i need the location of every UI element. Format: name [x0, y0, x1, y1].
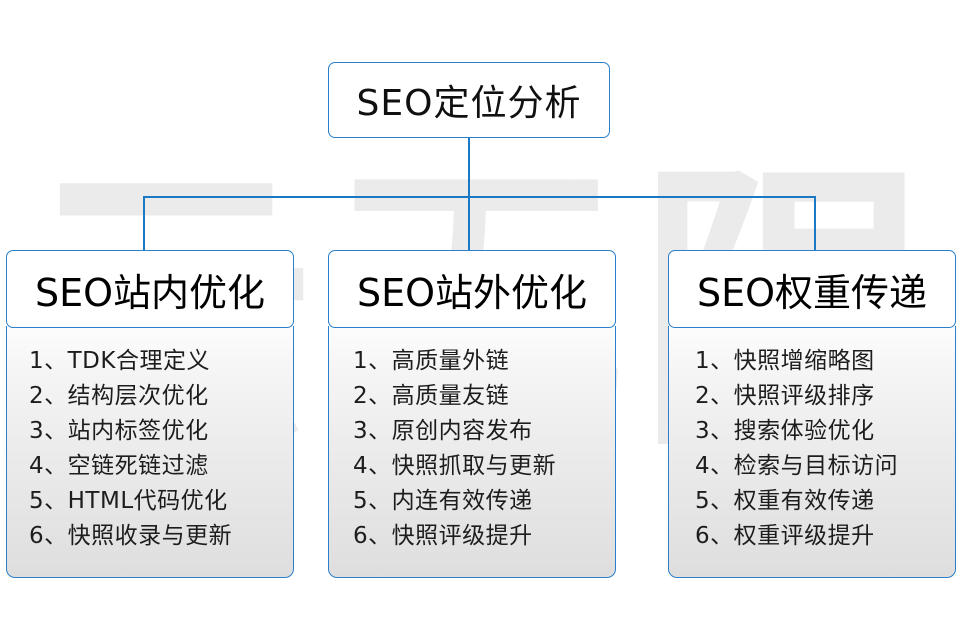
list-item: 4、快照抓取与更新: [353, 453, 557, 479]
list-item: 3、搜索体验优化: [695, 418, 875, 444]
branch-header-1[interactable]: SEO站外优化: [328, 250, 616, 328]
list-item: 2、高质量友链: [353, 383, 510, 409]
connector-root-vertical: [468, 138, 470, 198]
branch-list-1: 1、高质量外链 2、高质量友链 3、原创内容发布 4、快照抓取与更新 5、内连有…: [353, 344, 615, 554]
list-item: 1、快照增缩略图: [695, 348, 875, 374]
connector-drop-left: [143, 196, 145, 252]
list-item: 5、HTML代码优化: [29, 488, 228, 514]
list-item: 1、TDK合理定义: [29, 348, 210, 374]
branch-list-0: 1、TDK合理定义 2、结构层次优化 3、站内标签优化 4、空链死链过滤 5、H…: [29, 344, 293, 554]
list-item: 3、原创内容发布: [353, 418, 533, 444]
list-item: 3、站内标签优化: [29, 418, 209, 444]
list-item: 1、高质量外链: [353, 348, 510, 374]
branch-body-1: 1、高质量外链 2、高质量友链 3、原创内容发布 4、快照抓取与更新 5、内连有…: [328, 326, 616, 578]
list-item: 4、检索与目标访问: [695, 453, 899, 479]
list-item: 4、空链死链过滤: [29, 453, 209, 479]
branch-header-label-2: SEO权重传递: [696, 270, 928, 315]
root-node[interactable]: SEO定位分析: [328, 62, 610, 138]
list-item: 5、权重有效传递: [695, 488, 875, 514]
list-item: 2、结构层次优化: [29, 383, 209, 409]
list-item: 5、内连有效传递: [353, 488, 533, 514]
branch-column-seo-weight: SEO权重传递 1、快照增缩略图 2、快照评级排序 3、搜索体验优化 4、检索与…: [668, 250, 956, 578]
branch-body-0: 1、TDK合理定义 2、结构层次优化 3、站内标签优化 4、空链死链过滤 5、H…: [6, 326, 294, 578]
branch-header-0[interactable]: SEO站内优化: [6, 250, 294, 328]
list-item: 6、快照收录与更新: [29, 523, 233, 549]
branch-header-label-0: SEO站内优化: [34, 270, 266, 315]
branch-header-label-1: SEO站外优化: [356, 270, 588, 315]
root-node-label: SEO定位分析: [356, 83, 582, 124]
branch-column-seo-onsite: SEO站内优化 1、TDK合理定义 2、结构层次优化 3、站内标签优化 4、空链…: [6, 250, 294, 578]
list-item: 6、权重评级提升: [695, 523, 875, 549]
list-item: 6、快照评级提升: [353, 523, 533, 549]
branch-header-2[interactable]: SEO权重传递: [668, 250, 956, 328]
branch-column-seo-offsite: SEO站外优化 1、高质量外链 2、高质量友链 3、原创内容发布 4、快照抓取与…: [328, 250, 616, 578]
list-item: 2、快照评级排序: [695, 383, 875, 409]
connector-drop-center: [468, 196, 470, 252]
branch-body-2: 1、快照增缩略图 2、快照评级排序 3、搜索体验优化 4、检索与目标访问 5、权…: [668, 326, 956, 578]
branch-list-2: 1、快照增缩略图 2、快照评级排序 3、搜索体验优化 4、检索与目标访问 5、权…: [695, 344, 955, 554]
connector-horizontal-bus: [143, 196, 816, 198]
connector-drop-right: [814, 196, 816, 252]
